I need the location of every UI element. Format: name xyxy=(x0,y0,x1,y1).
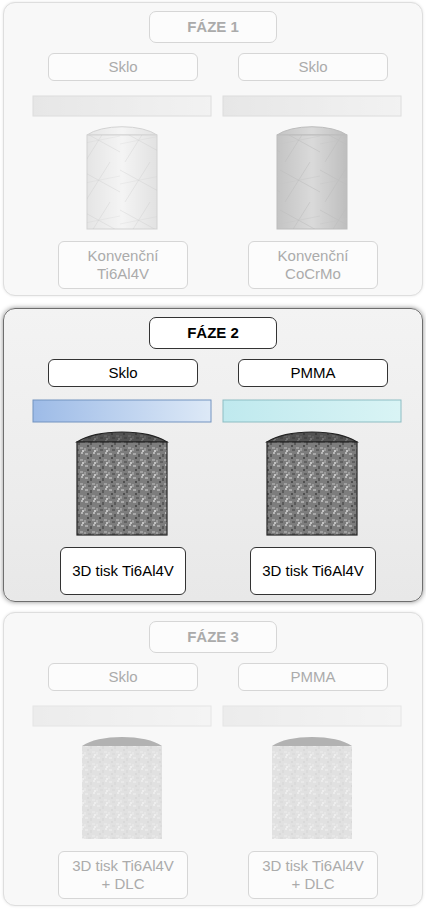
phase-1-art xyxy=(33,96,401,229)
dome-shade xyxy=(77,432,167,442)
label-box: Sklo xyxy=(48,53,198,81)
specimen-dome xyxy=(87,127,157,135)
phase-2-art xyxy=(33,400,401,535)
dlc-dome xyxy=(82,737,162,746)
label-text: Konvenční CoCrMo xyxy=(257,247,369,283)
pmma-plate xyxy=(223,706,401,726)
label-box: 3D tisk Ti6Al4V xyxy=(250,547,376,595)
label-box: 3D tisk Ti6Al4V + DLC xyxy=(248,851,378,899)
specimen-dome xyxy=(77,432,167,442)
printed-specimen xyxy=(77,442,167,535)
glass-plate xyxy=(33,400,211,422)
label-text: PMMA xyxy=(291,364,336,382)
label-text: PMMA xyxy=(291,668,336,686)
label-box: Sklo xyxy=(238,53,388,81)
phase-heading: FÁZE 2 xyxy=(149,317,277,349)
specimen-texture xyxy=(277,135,347,229)
label-text: Sklo xyxy=(108,668,137,686)
phase-panel: FÁZE 1 Sklo SkloKonvenční Ti6Al4V Konvenční… xyxy=(3,2,423,296)
label-box: Konvenční CoCrMo xyxy=(248,241,378,289)
label-box: 3D tisk Ti6Al4V xyxy=(60,547,186,595)
glass-plate xyxy=(33,706,211,726)
label-text: Konvenční Ti6Al4V xyxy=(67,247,179,283)
label-text: Sklo xyxy=(108,364,137,382)
label-box: PMMA xyxy=(238,663,388,691)
label-text: 3D tisk Ti6Al4V xyxy=(72,562,174,580)
cocrmo-specimen xyxy=(277,135,347,229)
label-box: Konvenční Ti6Al4V xyxy=(58,241,188,289)
label-text: 3D tisk Ti6Al4V + DLC xyxy=(257,857,369,893)
label-box: PMMA xyxy=(238,359,388,387)
label-box: 3D tisk Ti6Al4V + DLC xyxy=(58,851,188,899)
label-text: 3D tisk Ti6Al4V + DLC xyxy=(67,857,179,893)
label-text: Sklo xyxy=(298,58,327,76)
label-text: 3D tisk Ti6Al4V xyxy=(262,562,364,580)
phase-heading: FÁZE 1 xyxy=(149,11,277,43)
printed-specimen xyxy=(267,442,357,535)
specimen-dome xyxy=(277,127,347,135)
glass-plate xyxy=(33,96,211,116)
pmma-plate xyxy=(223,400,401,422)
label-box: Sklo xyxy=(48,359,198,387)
label-text: Sklo xyxy=(108,58,137,76)
printed-specimen xyxy=(82,746,162,839)
specimen-texture xyxy=(87,135,157,229)
printed-specimen xyxy=(272,746,352,839)
phase-panel: FÁZE 2 Sklo PMMA 3D tisk Ti6Al4V 3D tisk Ti6… xyxy=(3,308,423,602)
glass-plate xyxy=(223,96,401,116)
label-box: Sklo xyxy=(48,663,198,691)
dlc-dome xyxy=(272,737,352,746)
specimen-dome xyxy=(267,432,357,442)
phase-heading: FÁZE 3 xyxy=(149,621,277,653)
ti-specimen xyxy=(87,135,157,229)
phase-3-art xyxy=(33,706,401,839)
dome-shade xyxy=(267,432,357,442)
phase-panel: FÁZE 3 Sklo PMMA 3D tisk Ti6Al4V + DLC 3D ti… xyxy=(3,612,423,906)
